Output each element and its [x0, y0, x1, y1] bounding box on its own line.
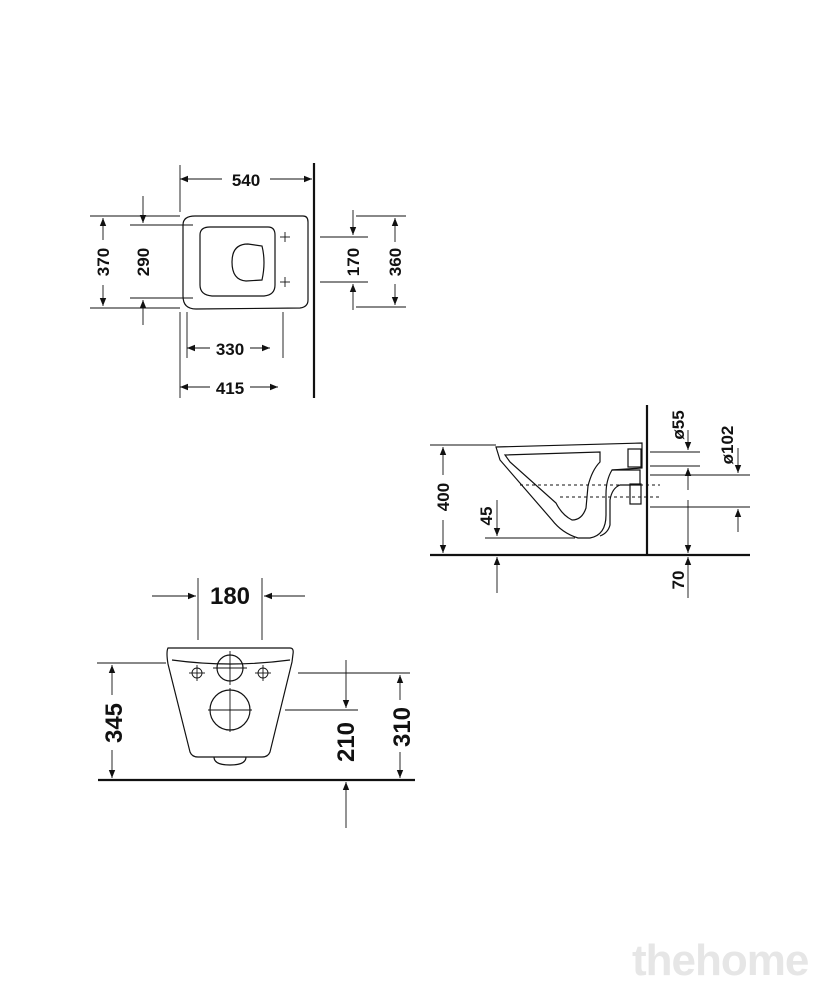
fixing-point-right	[255, 665, 271, 681]
dim-370: 370	[94, 248, 113, 276]
outlet-front	[213, 756, 247, 766]
dim-210: 210	[333, 722, 360, 762]
dim-415: 415	[216, 379, 244, 398]
side-view: ø55 ø102 70 400 45	[430, 405, 750, 598]
fixing-point-lower	[280, 277, 290, 287]
dim-540: 540	[232, 171, 260, 190]
dim-170: 170	[344, 248, 363, 276]
fixing-point-upper	[280, 232, 290, 242]
top-view: 540 370 290 170 360 330 4	[90, 163, 406, 398]
outlet-side	[629, 483, 642, 505]
dim-45: 45	[477, 507, 496, 526]
dim-70: 70	[669, 571, 688, 590]
bowl-inner-side	[503, 451, 601, 521]
dim-345: 345	[101, 703, 128, 743]
watermark: thehome	[632, 936, 809, 985]
flush-rim-top	[231, 243, 265, 282]
bowl-profile-side	[495, 442, 643, 539]
bowl-inner-top	[199, 226, 276, 297]
dim-290: 290	[134, 248, 153, 276]
trap-side	[599, 469, 641, 537]
dim-330: 330	[216, 340, 244, 359]
fixing-point-left	[189, 665, 205, 681]
dim-310: 310	[389, 707, 416, 747]
inlet-side	[627, 448, 642, 468]
bowl-outline-top	[182, 215, 309, 310]
bowl-outline-front	[166, 647, 294, 758]
dim-180: 180	[210, 583, 250, 610]
front-view: 180 345 210 310	[97, 578, 416, 828]
rim-line-front	[171, 659, 291, 665]
dim-o102: ø102	[718, 426, 737, 465]
dim-o55: ø55	[669, 410, 688, 439]
dim-400: 400	[434, 483, 453, 511]
dim-360: 360	[386, 248, 405, 276]
